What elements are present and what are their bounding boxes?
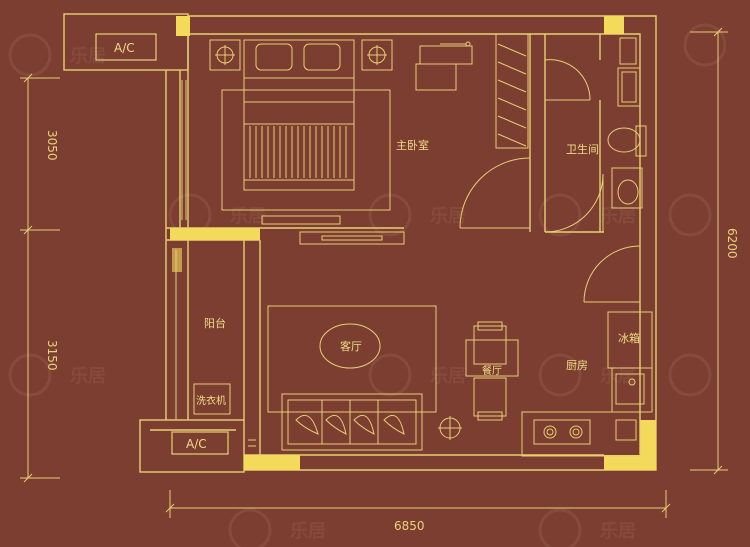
room-label-balcony: 阳台 — [204, 316, 226, 330]
room-label-master-bedroom: 主卧室 — [396, 138, 429, 152]
bedroom-furniture — [181, 33, 531, 245]
dining-furniture — [465, 321, 519, 421]
fridge-label: 冰箱 — [618, 331, 640, 345]
dimension-right-total: 6200 — [725, 228, 739, 259]
dimension-left-lower: 3150 — [45, 340, 59, 371]
watermark-name: 乐居 — [290, 521, 326, 542]
watermark-name: 乐居 — [600, 206, 636, 227]
watermark-name: 乐居 — [430, 366, 466, 387]
bathroom-fixtures — [544, 37, 647, 233]
watermark-name: 乐居 — [600, 521, 636, 542]
room-label-bathroom: 卫生间 — [566, 142, 599, 156]
watermark-name: 乐居 — [70, 366, 106, 387]
dimension-left-upper: 3050 — [45, 130, 59, 161]
dimension-bottom-total: 6850 — [394, 519, 425, 533]
ac-unit-bottom: A/C — [171, 431, 229, 455]
entrance-marks — [248, 439, 256, 447]
walls — [63, 13, 657, 473]
watermark-name: 乐居 — [430, 206, 466, 227]
ac-label: A/C — [186, 437, 207, 451]
watermark-layer: 乐居 乐居 乐居 乐居 乐居 乐居 乐居 乐居 乐居 — [8, 23, 727, 547]
bed-blanket-stripes — [249, 126, 347, 178]
watermark-name: 乐居 — [230, 206, 266, 227]
ac-label: A/C — [114, 41, 135, 55]
washing-machine-label: 洗衣机 — [196, 394, 226, 407]
balcony-fixtures — [175, 250, 231, 420]
dimension-lines — [20, 27, 728, 518]
room-label-kitchen: 厨房 — [566, 359, 588, 372]
room-label-dining-room: 餐厅 — [482, 364, 502, 377]
living-room-furniture — [267, 305, 462, 451]
watermark-name: 乐居 — [600, 366, 636, 387]
watermark-name: 乐居 — [70, 46, 106, 67]
ac-unit-top: A/C — [95, 33, 157, 61]
kitchen-fixtures — [521, 245, 653, 457]
room-label-living-room: 客厅 — [340, 339, 362, 353]
wall-columns — [170, 16, 656, 470]
